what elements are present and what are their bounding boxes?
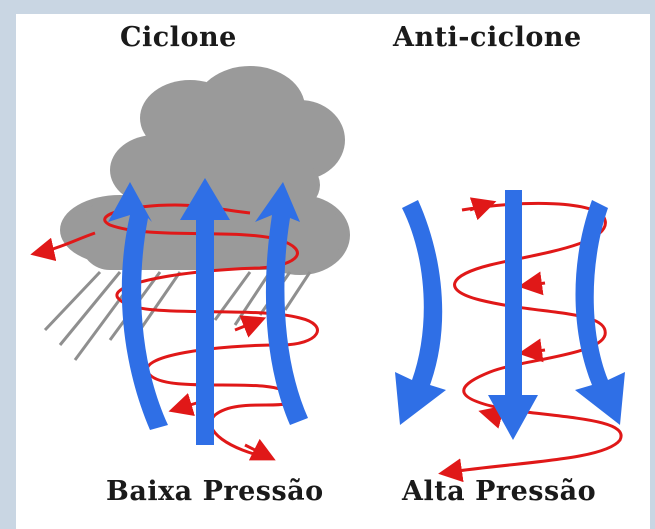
low-pressure-caption: Baixa Pressão — [106, 476, 324, 507]
high-pressure-caption: Alta Pressão — [402, 476, 596, 507]
cyclone-title: Ciclone — [120, 22, 237, 53]
anticyclone-title: Anti-ciclone — [393, 22, 582, 53]
anticyclone-sinking-air-arrows — [395, 190, 625, 440]
